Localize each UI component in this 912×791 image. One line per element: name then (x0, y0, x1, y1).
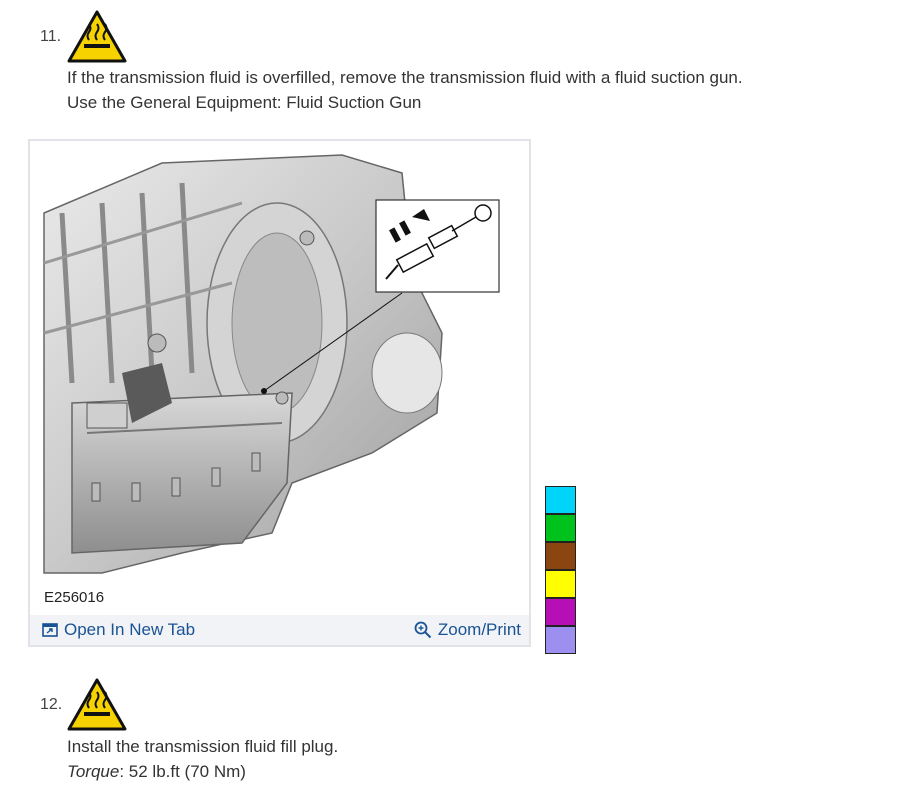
swatch-cyan (545, 486, 576, 514)
open-in-new-tab-link[interactable]: Open In New Tab (42, 620, 195, 640)
swatch-green (545, 514, 576, 542)
figure-id: E256016 (44, 589, 105, 606)
zoom-in-icon (414, 621, 432, 639)
new-tab-icon (42, 623, 58, 637)
step-12-number: 12. (40, 696, 63, 713)
step-12-torque: Torque: 52 lb.ft (70 Nm) (67, 759, 246, 784)
figure-e256016: E256016 Open In New Tab Zoom/Print (28, 139, 531, 647)
color-swatch-column (545, 486, 576, 654)
swatch-lavender (545, 626, 576, 654)
step-11-equipment: Use the General Equipment: Fluid Suction… (67, 93, 422, 112)
torque-label: Torque (67, 762, 120, 781)
torque-separator: : (119, 762, 125, 781)
figure-toolbar: Open In New Tab Zoom/Print (30, 615, 529, 645)
swatch-magenta (545, 598, 576, 626)
step-11-instruction: If the transmission fluid is overfilled,… (67, 68, 743, 87)
transmission-illustration (43, 154, 500, 574)
zoom-print-label: Zoom/Print (437, 620, 521, 639)
torque-value: 52 lb.ft (70 Nm) (128, 762, 246, 781)
swatch-brown (545, 542, 576, 570)
swatch-yellow (545, 570, 576, 598)
step-11-number: 11. (40, 28, 62, 45)
hot-surface-warning-icon (67, 10, 127, 63)
hot-surface-warning-icon (67, 678, 127, 731)
step-12-instruction: Install the transmission fluid fill plug… (67, 737, 339, 756)
zoom-print-link[interactable]: Zoom/Print (414, 620, 521, 640)
open-in-new-tab-label: Open In New Tab (64, 620, 196, 639)
